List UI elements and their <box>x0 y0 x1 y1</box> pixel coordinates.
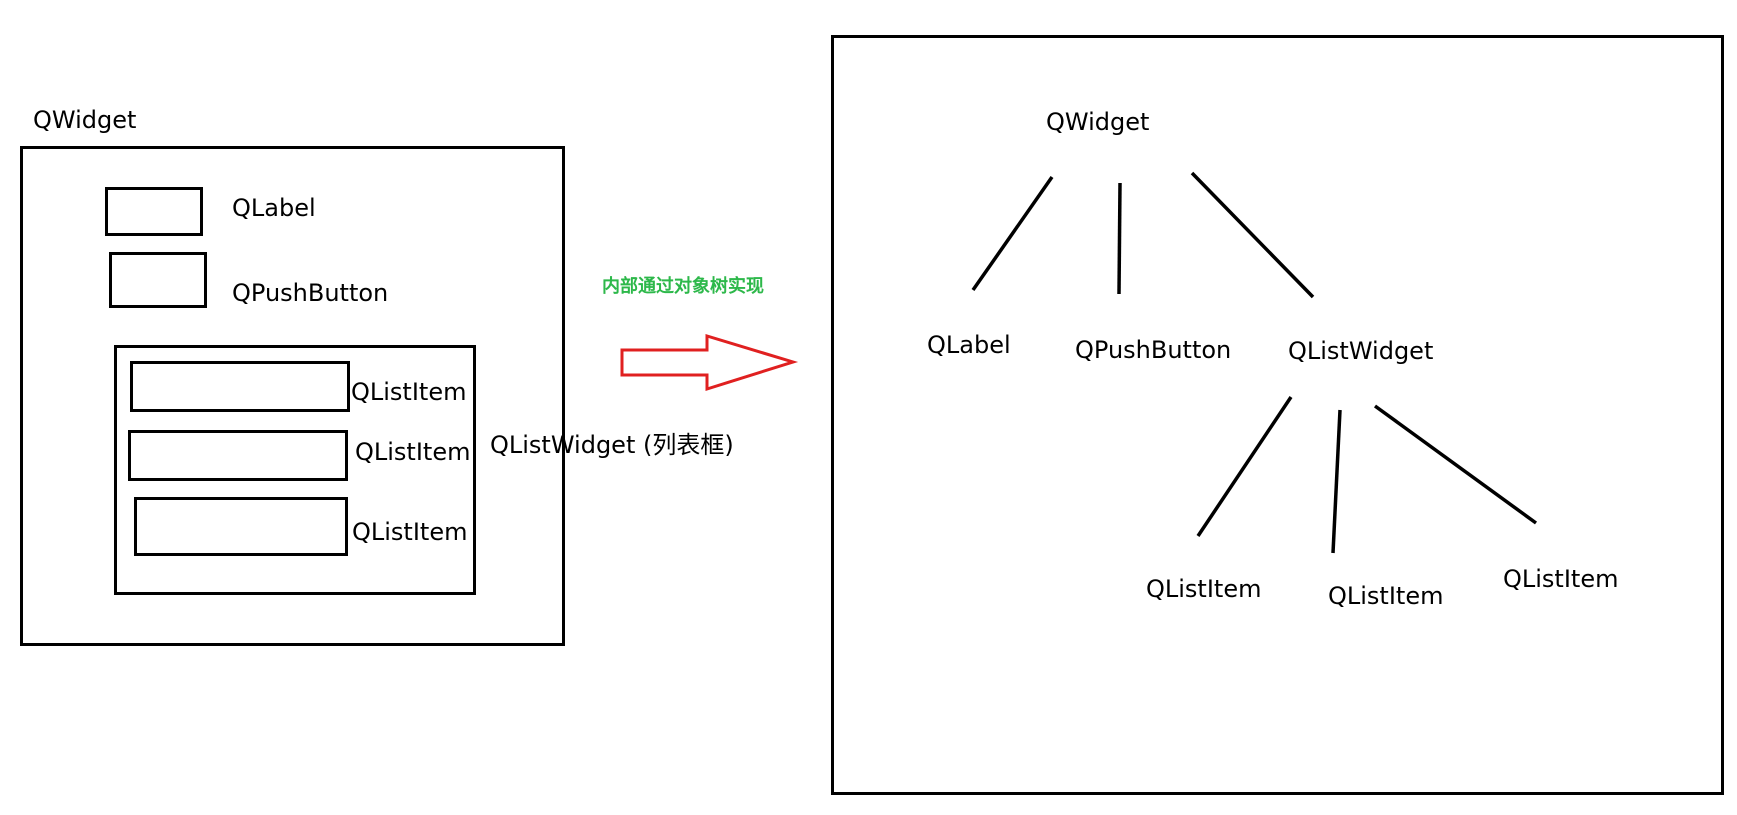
left-qpushbutton-label: QPushButton <box>232 279 389 307</box>
edge-root-qlabel <box>971 175 1054 292</box>
tree-node-qlistwidget: QListWidget <box>1288 337 1434 365</box>
tree-leaf-qlistitem-3: QListItem <box>1503 565 1619 593</box>
qpushbutton-box <box>109 252 207 308</box>
qlistwidget-caption: QListWidget (列表框) <box>490 431 734 459</box>
tree-leaf-qlistitem-2: QListItem <box>1328 582 1444 610</box>
qlistitem-box-1 <box>130 361 350 412</box>
left-qwidget-box <box>20 146 565 646</box>
left-qlabel-label: QLabel <box>232 194 316 222</box>
tree-node-qpushbutton: QPushButton <box>1075 336 1232 364</box>
right-tree-frame <box>831 35 1724 795</box>
edge-qlistwidget-item-1 <box>1196 396 1293 537</box>
edge-qlistwidget-item-3 <box>1373 404 1538 525</box>
edge-root-qpushbutton <box>1117 182 1122 295</box>
edge-qlistwidget-item-2 <box>1331 409 1342 554</box>
left-qwidget-label: QWidget <box>33 106 137 134</box>
tree-root-qwidget: QWidget <box>1046 108 1150 136</box>
left-qlistitem-label-1: QListItem <box>351 378 467 406</box>
left-qlistitem-label-3: QListItem <box>352 518 468 546</box>
tree-leaf-qlistitem-1: QListItem <box>1146 575 1262 603</box>
edge-root-qlistwidget <box>1190 171 1315 299</box>
qlistitem-box-2 <box>128 430 348 481</box>
right-arrow-icon <box>620 333 799 392</box>
tree-node-qlabel: QLabel <box>927 331 1011 359</box>
left-qlistitem-label-2: QListItem <box>355 438 471 466</box>
object-tree-note: 内部通过对象树实现 <box>602 276 764 297</box>
qlistwidget-box <box>114 345 476 595</box>
qlistitem-box-3 <box>134 497 348 556</box>
qlabel-box <box>105 187 203 236</box>
